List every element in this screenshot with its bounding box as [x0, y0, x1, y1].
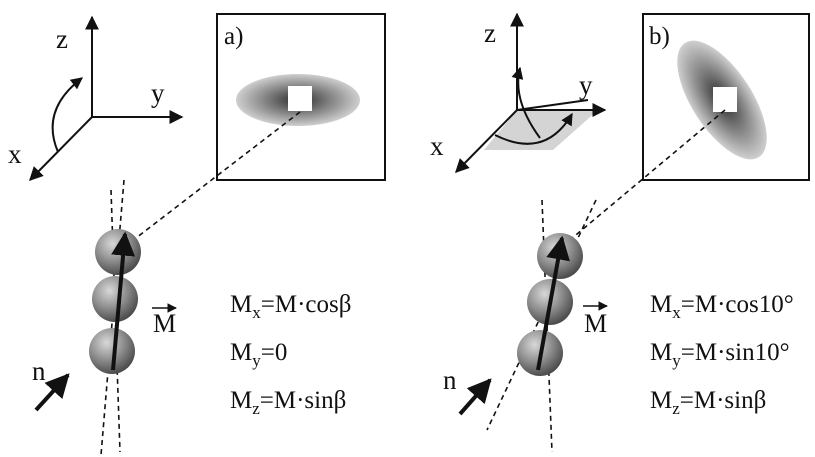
right-x-axis: [455, 109, 518, 173]
left-m-arrow: [111, 231, 136, 371]
right-rotation-arc-vertical: [511, 66, 541, 139]
left-sphere-top: [95, 229, 141, 275]
right-eq-mz: Mz=M·sinβ: [650, 387, 766, 418]
right-projection-line: [551, 109, 726, 256]
left-n-label: n: [32, 356, 46, 386]
right-inplane-axis: [516, 99, 589, 111]
right-y-label: y: [579, 70, 593, 100]
left-m-vector-label: M: [153, 309, 176, 338]
left-equations: Mx=M·cosβ My=0 Mz=M·sinβ: [230, 291, 351, 418]
left-eq-mz: Mz=M·sinβ: [230, 387, 346, 418]
left-eq-my: My=0: [230, 339, 287, 370]
right-n-arrow: [458, 378, 492, 416]
right-eq-mx: Mx=M·cos10°: [650, 291, 794, 322]
right-n-label: n: [443, 365, 457, 395]
left-diagram: z y x a) n M Mx=M·cosβ My=0 Mz=M·sinβ: [8, 13, 386, 456]
right-center-square: [713, 87, 737, 112]
left-rotation-arc: [51, 77, 83, 153]
left-z-label: z: [56, 24, 68, 54]
left-x-label: x: [8, 139, 22, 169]
left-axes: [29, 15, 184, 181]
left-center-square: [288, 86, 312, 111]
left-eq-mx: Mx=M·cosβ: [230, 291, 351, 322]
left-chain-dash-b: [110, 189, 121, 453]
right-eq-my: My=M·sin10°: [650, 339, 790, 370]
right-rotation-arc-plane: [494, 112, 573, 145]
left-panel-label: a): [224, 23, 243, 50]
right-axes: [455, 12, 607, 173]
right-equations: Mx=M·cos10° My=M·sin10° Mz=M·sinβ: [650, 291, 794, 418]
left-sphere-middle: [92, 276, 138, 322]
left-sphere-bottom: [89, 328, 135, 374]
right-xy-plane: [484, 110, 598, 150]
right-z-label: z: [484, 18, 496, 48]
right-diagram: z y x b) n M Mx=M·cos10° My=M·sin10° Mz=…: [430, 12, 810, 453]
right-x-label: x: [430, 131, 444, 161]
right-panel-label: b): [649, 23, 670, 50]
left-x-axis: [29, 116, 93, 181]
right-m-vector-label: M: [584, 309, 607, 338]
left-n-arrow: [34, 373, 70, 412]
left-y-label: y: [151, 78, 165, 108]
right-m-arrow: [536, 235, 570, 371]
left-projection-line: [122, 111, 301, 249]
